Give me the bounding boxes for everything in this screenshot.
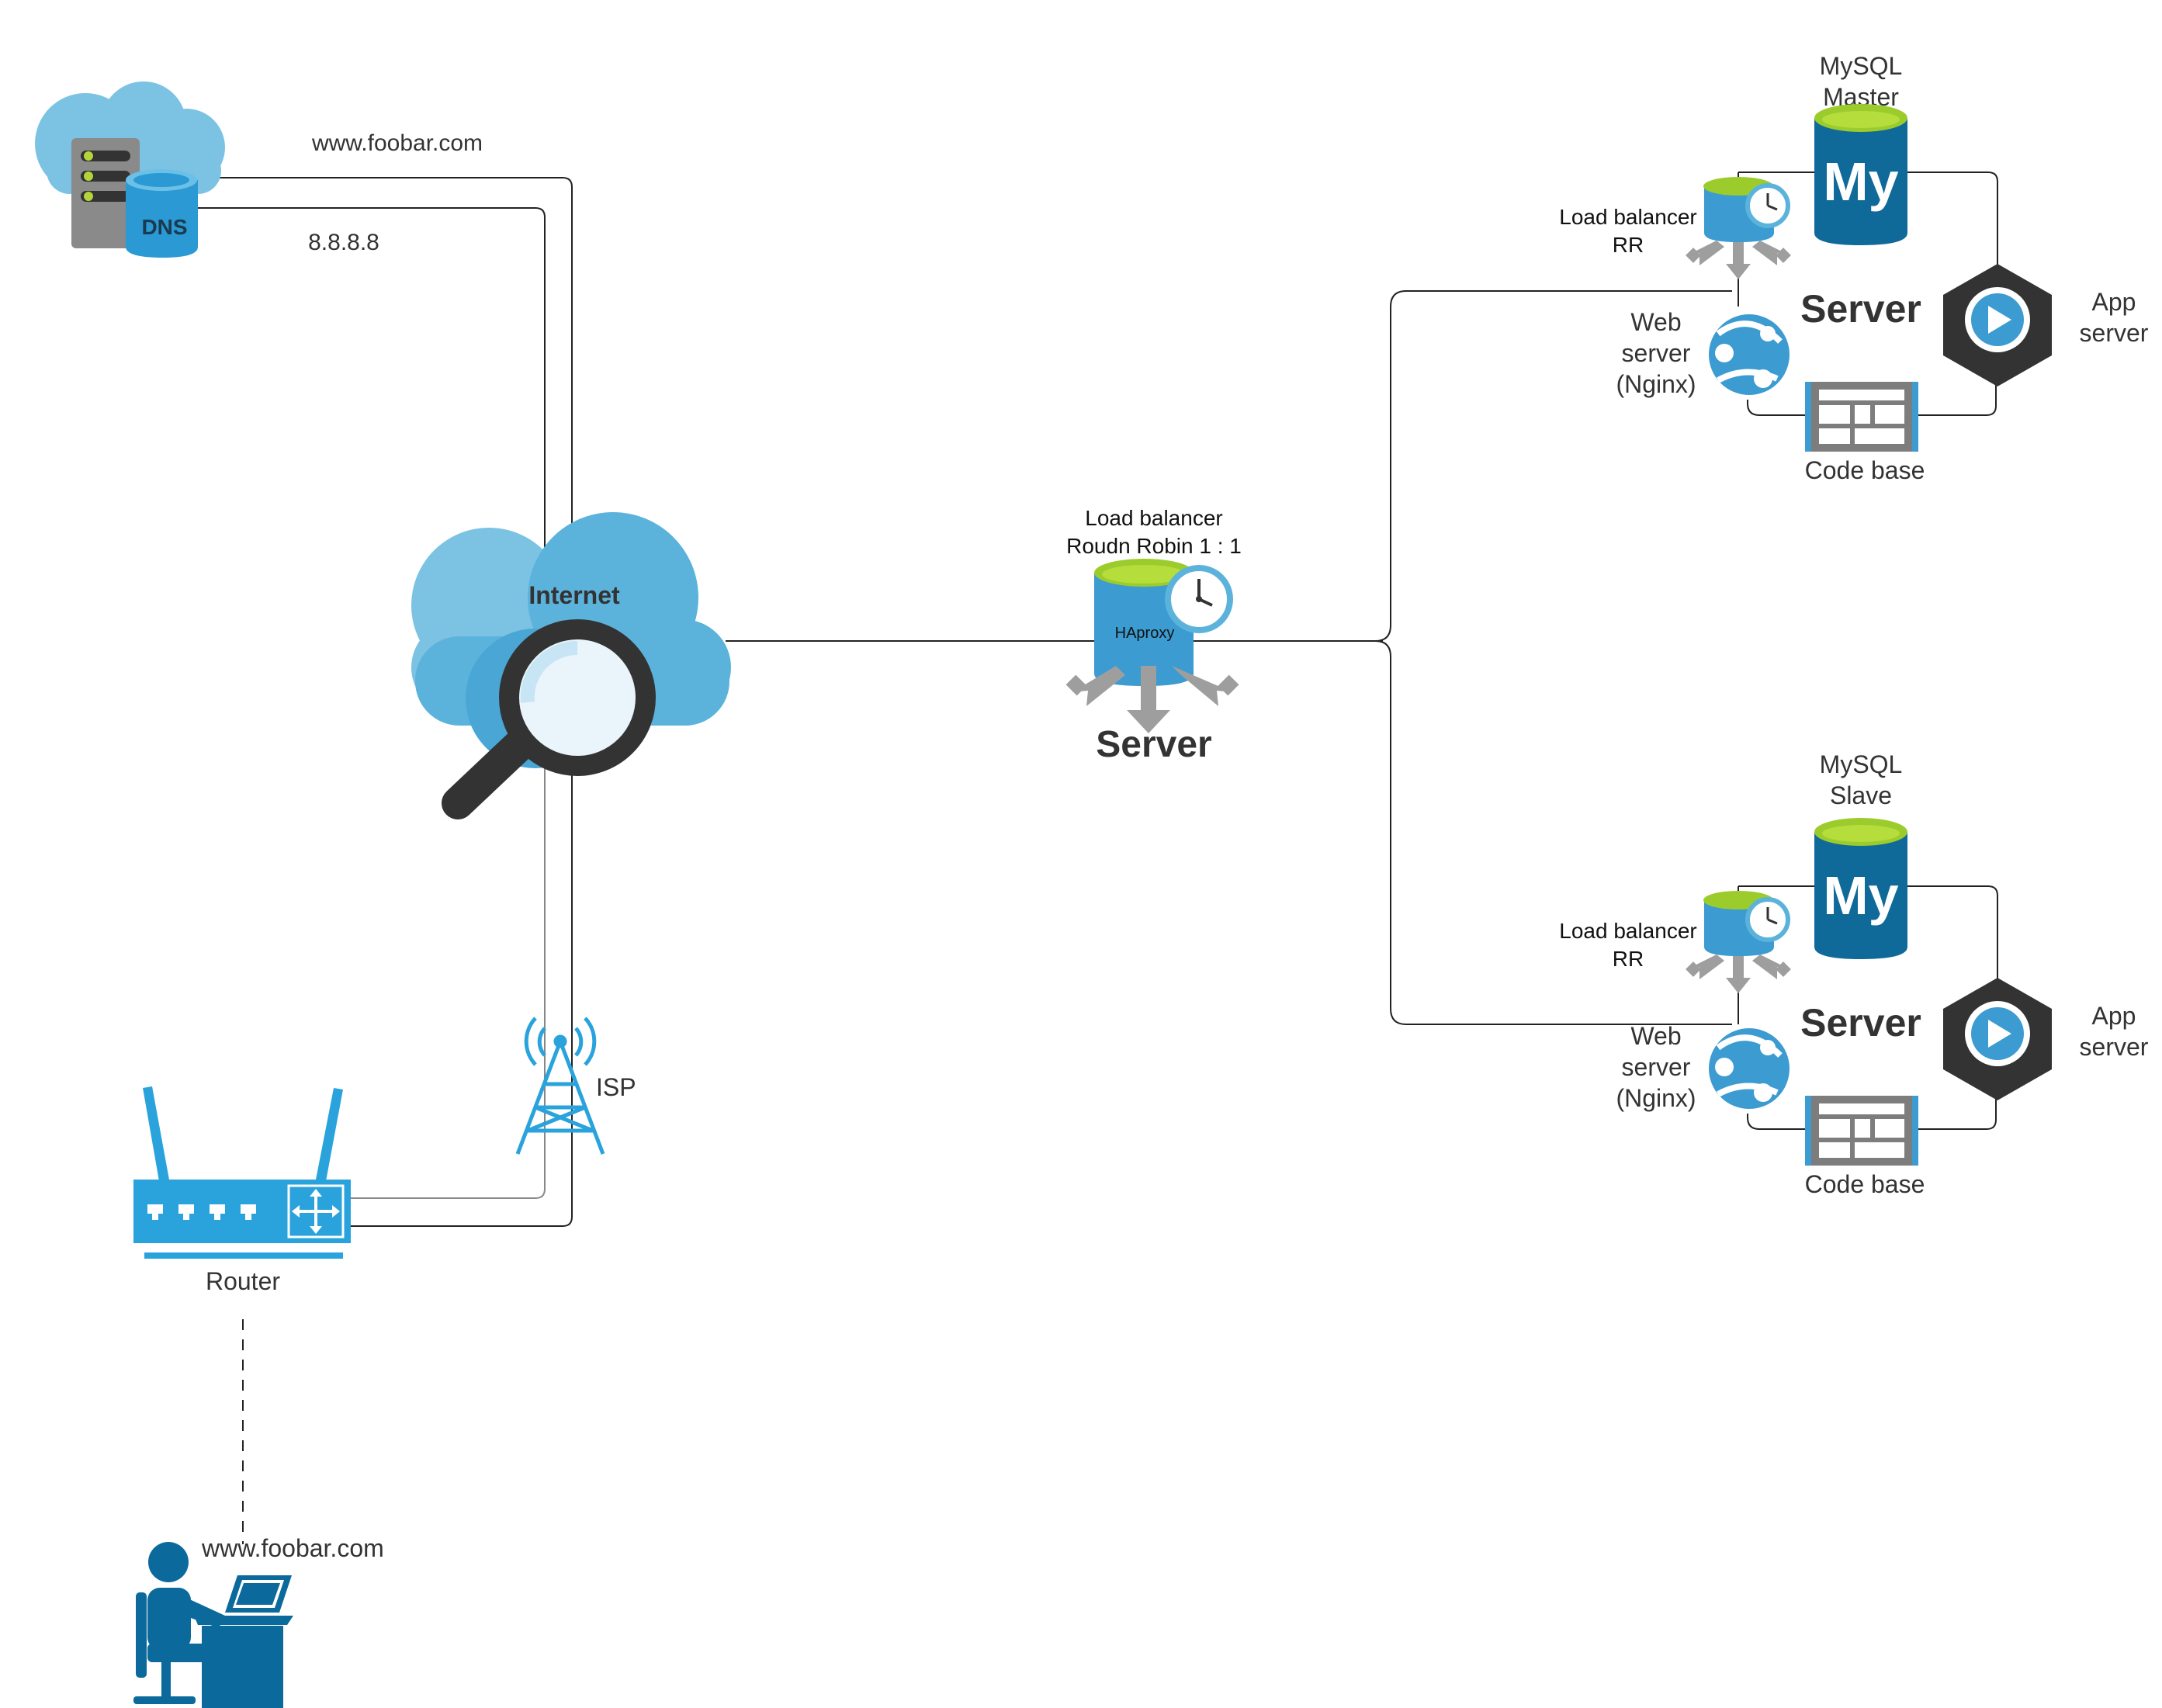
database-icon [126, 169, 198, 258]
top-code-base-icon [1805, 382, 1918, 452]
top-app-server-icon [1943, 264, 2052, 386]
dns-label: DNS [141, 215, 187, 239]
router-label: Router [206, 1267, 280, 1295]
router-node: Router [133, 1086, 351, 1295]
top-web-label-line1: Web [1630, 308, 1681, 336]
main-load-balancer-node: Load balancer Roudn Robin 1 : 1 HAproxy … [1065, 506, 1242, 765]
mysql-master-icon [1814, 104, 1907, 245]
user-at-computer-icon [133, 1542, 293, 1708]
dns-to-internet-line-2 [198, 207, 546, 555]
top-lb-label-line1: Load balancer [1559, 205, 1696, 229]
bottom-mysql-logo: My [1823, 865, 1898, 926]
internet-node: Internet [411, 512, 731, 819]
top-code-app-line [1917, 371, 1997, 416]
isp-node: ISP [515, 1017, 636, 1155]
bottom-web-code-line [1747, 1114, 1808, 1130]
user-url-label: www.foobar.com [201, 1534, 384, 1562]
main-lb-title-line1: Load balancer [1085, 506, 1222, 530]
top-app-label-line1: App [2092, 288, 2136, 316]
top-web-server-icon [1709, 314, 1790, 395]
bottom-code-label: Code base [1805, 1170, 1925, 1198]
magnifier-icon [442, 619, 656, 819]
top-lb-label-line2: RR [1613, 233, 1644, 257]
top-web-label-line2: server [1622, 339, 1691, 367]
lb-to-bottom-server-line [1374, 640, 1732, 1025]
top-web-label-line3: (Nginx) [1616, 370, 1696, 398]
mysql-slave-icon [1814, 818, 1907, 959]
dns-ip-label: 8.8.8.8 [308, 230, 379, 255]
bottom-web-label-line1: Web [1630, 1022, 1681, 1050]
isp-label: ISP [596, 1073, 636, 1101]
dns-domain-label: www.foobar.com [311, 130, 483, 156]
bottom-web-label-line2: server [1622, 1053, 1691, 1081]
bottom-mysql-label-line2: Slave [1830, 781, 1892, 809]
bottom-mysql-app-line [1905, 885, 1998, 984]
bottom-app-server-icon [1943, 978, 2052, 1100]
top-app-label-line2: server [2080, 319, 2149, 347]
bottom-app-label-line2: server [2080, 1033, 2149, 1061]
main-lb-inner-label: HAproxy [1115, 625, 1175, 642]
bottom-web-server-icon [1709, 1028, 1790, 1109]
internet-label: Internet [528, 581, 620, 609]
load-balancer-icon [1094, 559, 1233, 686]
top-mysql-app-line [1905, 171, 1998, 270]
top-mysql-label-line1: MySQL [1820, 52, 1903, 80]
server-bottom: MySQL Slave My Load balancer RR Se [1559, 750, 2149, 1198]
bottom-code-base-icon [1805, 1096, 1918, 1166]
main-lb-server-label: Server [1096, 724, 1211, 765]
bottom-web-label-line3: (Nginx) [1616, 1084, 1696, 1112]
router-icon [133, 1086, 351, 1259]
internet-to-router-line-1 [349, 764, 573, 1227]
bottom-rr-load-balancer-icon [1686, 891, 1791, 993]
bottom-mysql-label-line1: MySQL [1820, 750, 1903, 778]
cell-tower-icon [515, 1017, 605, 1155]
dns-to-internet-line-1 [198, 177, 573, 555]
bottom-code-app-line [1917, 1085, 1997, 1130]
internet-to-router-line-2 [349, 764, 546, 1199]
main-lb-title-line2: Roudn Robin 1 : 1 [1066, 534, 1242, 558]
user-node: www.foobar.com [133, 1534, 384, 1708]
top-web-code-line [1747, 400, 1808, 416]
top-rr-load-balancer-icon [1686, 177, 1791, 279]
top-code-label: Code base [1805, 456, 1925, 484]
bottom-server-label: Server [1800, 1001, 1921, 1045]
server-top: MySQL Master My Load balancer RR S [1559, 52, 2149, 484]
bottom-app-label-line1: App [2092, 1002, 2136, 1030]
distribute-arrows-icon [1065, 666, 1239, 733]
top-server-label: Server [1800, 287, 1921, 331]
bottom-lb-label-line1: Load balancer [1559, 919, 1696, 943]
top-mysql-logo: My [1823, 151, 1898, 212]
server-rack-icon [71, 138, 140, 248]
connectors [198, 171, 1998, 1544]
dns-node: DNS www.foobar.com 8.8.8.8 [35, 81, 483, 258]
lb-to-servers-line [1195, 290, 1732, 642]
bottom-lb-label-line2: RR [1613, 947, 1644, 971]
